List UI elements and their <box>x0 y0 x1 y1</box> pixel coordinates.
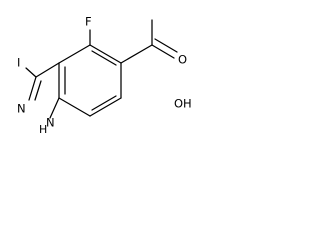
hydrogen-nh-label: H <box>39 123 47 136</box>
bond-c3a-c4 <box>58 44 91 64</box>
chemical-structure-diagram: F I N N H OH O <box>17 15 192 137</box>
double-bond-carboxyl-carbonyl <box>154 38 178 53</box>
fluorine-label: F <box>85 15 92 29</box>
bond-c6-carboxyl <box>120 44 153 64</box>
bond-c7-c7a <box>58 97 91 117</box>
bond-c3-i <box>25 67 37 78</box>
double-bond-c6-c7-inner <box>91 95 117 111</box>
nitrogen-2-label: N <box>17 102 26 116</box>
bond-carboxyl-carbonyl <box>151 44 175 59</box>
bond-c4-c5 <box>89 44 122 64</box>
carbonyl-oxygen-label: O <box>178 53 187 67</box>
bond-n1-c7a <box>49 97 60 119</box>
bond-c3a-c3 <box>35 62 60 78</box>
hydroxyl-label: OH <box>174 97 192 111</box>
double-bond-c4-c5-inner <box>91 50 117 66</box>
nitrogen-1-label: N <box>46 116 55 130</box>
iodine-label: I <box>17 56 20 70</box>
bond-c6-c7 <box>89 97 122 117</box>
bond-c3-n2 <box>28 76 37 101</box>
double-bond-c3-n2-inner <box>34 80 42 101</box>
